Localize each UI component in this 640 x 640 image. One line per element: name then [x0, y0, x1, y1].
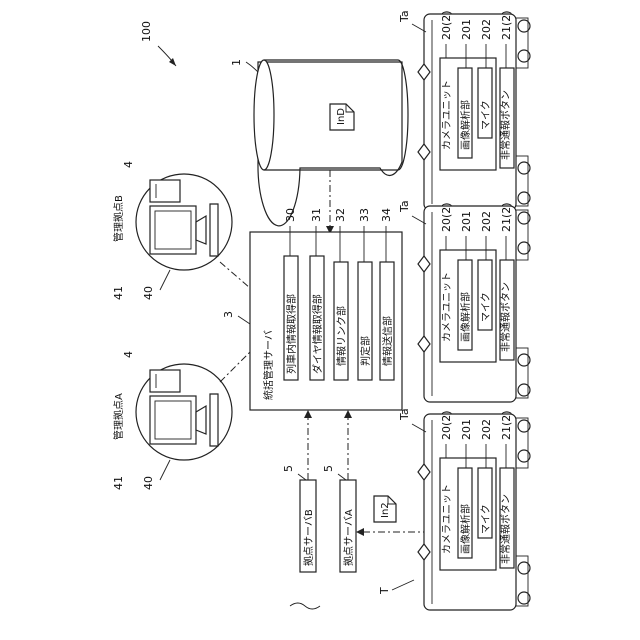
site-server-a-ref: 5: [322, 465, 335, 472]
mic-ref: 202: [480, 19, 493, 40]
camera-ref: 20(2): [440, 410, 453, 440]
central-server-title: 統括管理サーバ: [262, 330, 275, 400]
analysis-ref: 201: [460, 19, 473, 40]
unit-name-31: ダイヤ情報取得部: [311, 294, 324, 374]
continuation-mark: [290, 603, 320, 609]
arrowhead: [344, 410, 352, 418]
site-server-b-ref: 5: [282, 465, 295, 472]
circle-a-ref: 40: [142, 476, 155, 490]
camera-unit-label: カメラユニット: [441, 272, 453, 342]
site-b-link: [220, 262, 250, 288]
analysis-label: 画像解析部: [459, 292, 472, 342]
terminal-a-part-ref: 41: [112, 476, 125, 490]
mic-ref: 202: [480, 211, 493, 232]
mic-label: マイク: [480, 504, 492, 534]
site-a-name: 管理拠点A: [112, 393, 125, 440]
unit-name-30: 列車内情報取得部: [285, 294, 298, 374]
analysis-label: 画像解析部: [459, 504, 472, 554]
monitor-icon: [150, 396, 196, 444]
leader: [298, 474, 306, 480]
arrowhead: [304, 410, 312, 418]
analysis-ref: 201: [460, 419, 473, 440]
mic-label: マイク: [480, 100, 492, 130]
button-ref: 21(2): [500, 410, 513, 440]
button-ref: 21(2): [500, 10, 513, 40]
unit-name-34: 情報送信部: [381, 316, 394, 366]
button-ref: 21(2): [500, 202, 513, 232]
site-server-a-name: 拠点サーバA: [342, 509, 355, 566]
keyboard-icon: [210, 204, 218, 256]
database-leader: [246, 62, 258, 72]
button-label: 非常通報ボタン: [499, 494, 512, 564]
computer-tower-icon: [150, 180, 180, 202]
button-label: 非常通報ボタン: [499, 282, 512, 352]
unit-name-32: 情報リンク部: [335, 306, 348, 366]
leader: [160, 460, 170, 480]
terminal-b-part-ref: 41: [112, 286, 125, 300]
camera-ref: 20(2): [440, 10, 453, 40]
car-ref: Ta: [398, 200, 411, 213]
train-ref: T: [378, 587, 391, 595]
camera-unit-label: カメラユニット: [441, 484, 453, 554]
unit-ref-34: 34: [380, 208, 393, 222]
car-ref: Ta: [398, 408, 411, 421]
arrowhead: [356, 528, 364, 536]
site-b-name: 管理拠点B: [112, 195, 125, 242]
terminal-a-ref: 4: [122, 351, 135, 358]
database-ref: 1: [230, 59, 243, 66]
unit-ref-31: 31: [310, 208, 323, 222]
unit-ref-32: 32: [334, 208, 347, 222]
server-ref: 3: [222, 311, 235, 318]
database-label: InD: [336, 108, 347, 125]
analysis-ref: 201: [460, 211, 473, 232]
leader: [338, 474, 346, 480]
camera-ref: 20(2): [440, 202, 453, 232]
database: InD: [254, 60, 408, 226]
camera-unit-label: カメラユニット: [441, 80, 453, 150]
analysis-label: 画像解析部: [459, 100, 472, 150]
keyboard-icon: [210, 394, 218, 446]
in2-label: In2: [380, 502, 391, 518]
leader: [392, 580, 414, 590]
site-server-b-name: 拠点サーバB: [302, 509, 315, 566]
server-leader: [238, 316, 250, 324]
terminal-site-b: [136, 174, 232, 270]
leader: [160, 270, 170, 290]
button-label: 非常通報ボタン: [499, 90, 512, 160]
mic-label: マイク: [480, 292, 492, 322]
terminal-b-ref: 4: [122, 161, 135, 168]
figure-number: 100: [140, 21, 153, 42]
unit-ref-33: 33: [358, 208, 371, 222]
car-ref: Ta: [398, 10, 411, 23]
circle-b-ref: 40: [142, 286, 155, 300]
unit-ref-30: 30: [284, 208, 297, 222]
computer-tower-icon: [150, 370, 180, 392]
site-a-link: [220, 352, 250, 382]
unit-name-33: 判定部: [359, 336, 372, 366]
monitor-icon: [150, 206, 196, 254]
terminal-site-a: [136, 364, 232, 460]
mic-ref: 202: [480, 419, 493, 440]
